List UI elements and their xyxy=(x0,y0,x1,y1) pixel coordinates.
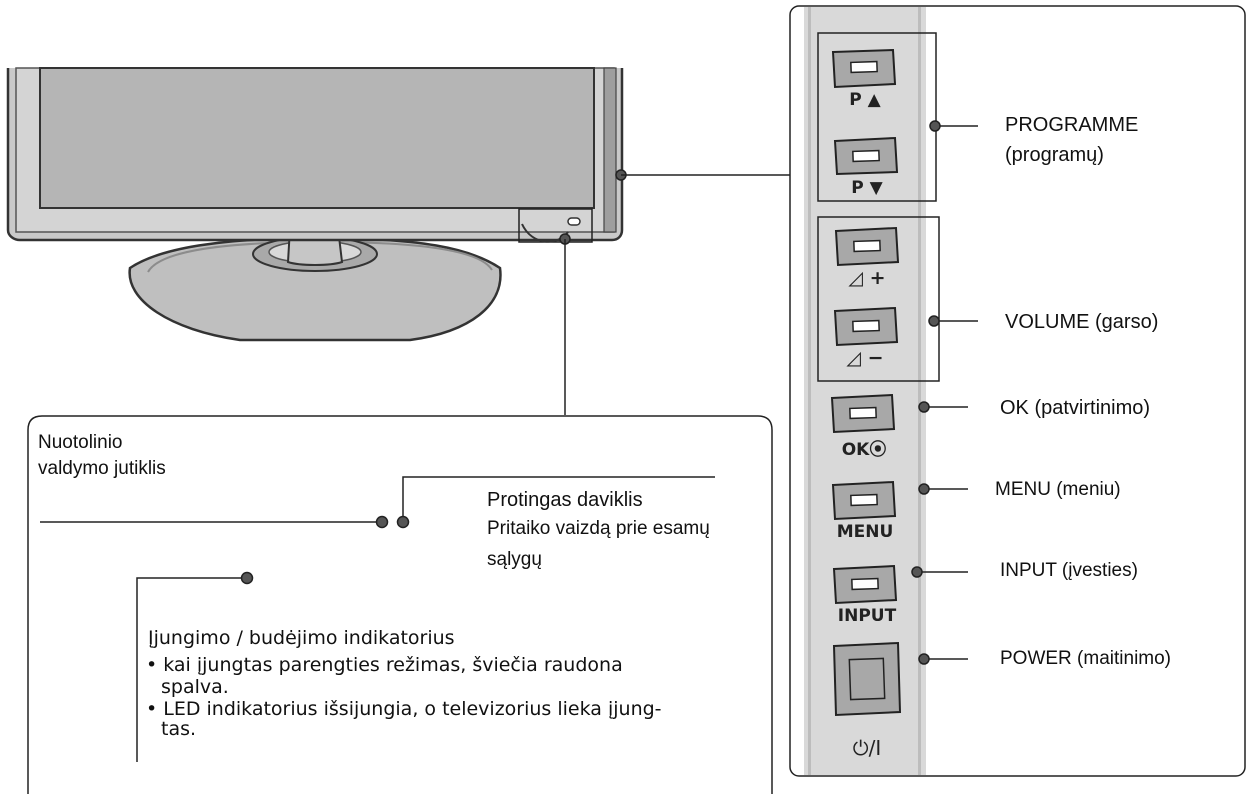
programme-group-box xyxy=(817,32,937,202)
button-volume-down[interactable] xyxy=(833,306,899,347)
tv-stand-base xyxy=(128,236,502,342)
programme-dot xyxy=(929,120,941,132)
button-menu[interactable] xyxy=(831,480,897,521)
button-power[interactable] xyxy=(832,641,902,717)
power-led xyxy=(567,217,581,226)
caption-power: ⏻/I xyxy=(852,736,882,760)
ok-dot xyxy=(918,401,930,413)
intelligent-sensor-dot xyxy=(396,515,410,529)
label-ok: OK (patvirtinimo) xyxy=(1000,397,1151,419)
caption-volume-down: ◿ − xyxy=(846,347,884,369)
detail-callout-box xyxy=(27,415,773,794)
tv-illustration xyxy=(6,67,627,342)
caption-menu: MENU xyxy=(836,522,894,542)
button-ok[interactable] xyxy=(830,393,896,434)
tv-sensor-window xyxy=(518,208,593,243)
remote-sensor-label-line1: Nuotolinio xyxy=(38,432,123,453)
caption-p-down: P ▼ xyxy=(851,178,883,198)
intelligent-sensor-title: Protingas daviklis xyxy=(487,489,643,511)
button-p-down[interactable] xyxy=(833,136,899,176)
caption-volume-up: ◿ + xyxy=(848,267,886,289)
caption-input: INPUT xyxy=(837,606,897,626)
power-indicator-bullet2-cont: tas. xyxy=(161,718,197,740)
button-volume-up[interactable] xyxy=(834,226,900,267)
caption-ok: OK⦿ xyxy=(841,440,887,460)
power-indicator-bullet1-cont: spalva. xyxy=(161,676,229,698)
intelligent-sensor-line2: sąlygų xyxy=(487,549,542,570)
label-power: POWER (maitinimo) xyxy=(1000,648,1172,669)
label-programme-line1: PROGRAMME xyxy=(1005,114,1139,136)
tv-screen xyxy=(39,67,595,209)
menu-dot xyxy=(918,483,930,495)
power-indicator-bullet1: • kai įjungtas parengties režimas, švieč… xyxy=(146,654,623,676)
power-indicator-bullet2: • LED indikatorius išsijungia, o televiz… xyxy=(146,698,662,720)
power-indicator-dot xyxy=(240,571,254,585)
volume-group-box xyxy=(817,216,940,382)
power-indicator-title: Įjungimo / budėjimo indikatorius xyxy=(148,627,455,649)
caption-p-up: P ▲ xyxy=(849,90,881,110)
label-volume: VOLUME (garso) xyxy=(1005,311,1159,333)
power-dot xyxy=(918,653,930,665)
label-input: INPUT (įvesties) xyxy=(1000,560,1138,581)
input-dot xyxy=(911,566,923,578)
label-menu: MENU (meniu) xyxy=(995,479,1121,500)
intelligent-sensor-line1: Pritaiko vaizdą prie esamų xyxy=(487,518,710,539)
button-p-up[interactable] xyxy=(831,48,897,89)
remote-sensor-label-line2: valdymo jutiklis xyxy=(38,458,166,479)
button-input[interactable] xyxy=(832,564,898,605)
volume-dot xyxy=(928,315,940,327)
remote-sensor-dot xyxy=(375,515,389,529)
label-programme-line2: (programų) xyxy=(1005,144,1104,166)
